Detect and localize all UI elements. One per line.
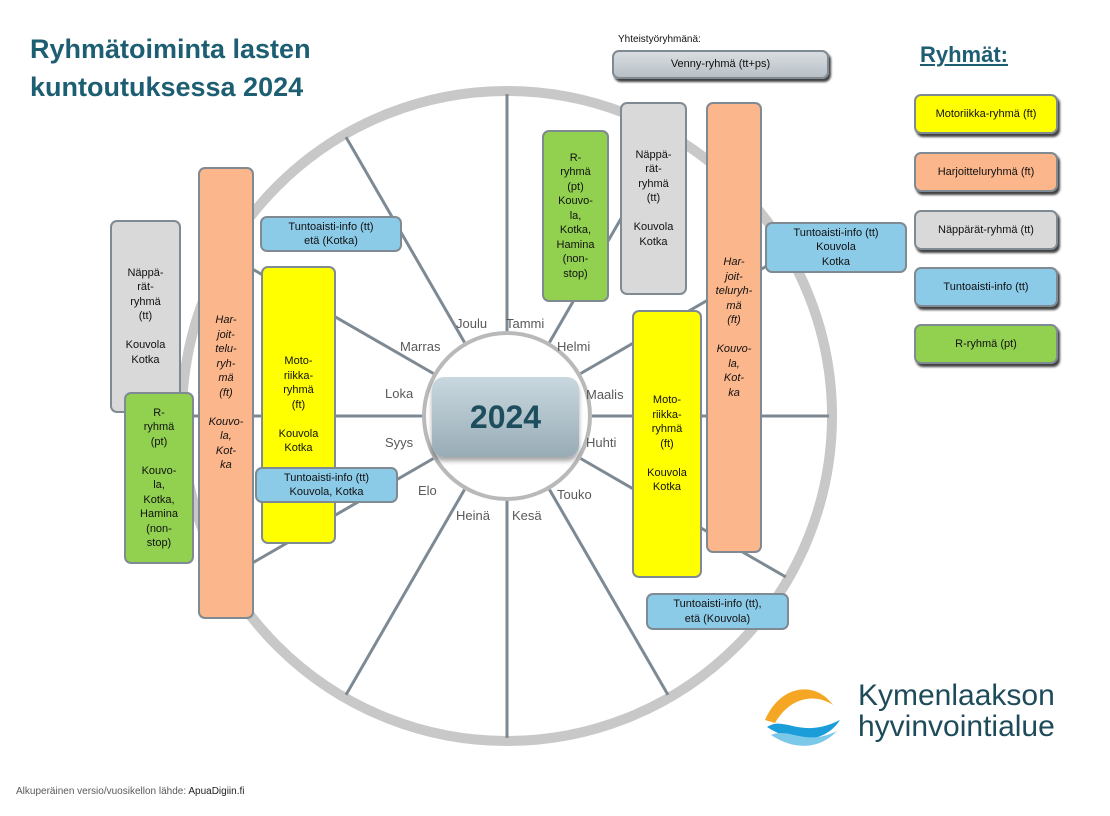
spring-motoriikka-box: Moto- riikka- ryhmä (ft) Kouvola Kotka xyxy=(632,310,702,578)
month-huhti: Huhti xyxy=(586,435,617,450)
month-maalis: Maalis xyxy=(586,387,624,402)
venny-group-box: Venny-ryhmä (tt+ps) xyxy=(612,50,829,79)
month-joulu: Joulu xyxy=(456,316,488,331)
legend-item-motoriikka: Motoriikka-ryhmä (ft) xyxy=(914,94,1058,134)
cooperation-label: Yhteistyöryhmänä: xyxy=(618,34,701,45)
autumn-harjoittelu-box: Har- joit- telu- ryh- mä (ft) Kouvo- la,… xyxy=(198,167,254,619)
spring-harjoittelu-box: Har- joit- teluryh- mä (ft) Kouvo- la, K… xyxy=(706,102,762,553)
page-title: Ryhmätoiminta lasten kuntoutuksessa 2024 xyxy=(30,34,311,102)
wheel-spoke xyxy=(548,488,670,696)
spring-tuntoaisti-box-1: Tuntoaisti-info (tt) Kouvola Kotka xyxy=(765,222,907,273)
spring-napparat-box: Näppä- rät- ryhmä (tt) Kouvola Kotka xyxy=(620,102,687,295)
legend-item-napparat: Näppärät-ryhmä (tt) xyxy=(914,210,1058,250)
legend-item-r-ryhma: R-ryhmä (pt) xyxy=(914,324,1058,364)
wheel-spoke xyxy=(344,136,466,344)
source-value: ApuaDigiin.fi xyxy=(188,786,245,797)
wave-logo-icon xyxy=(765,689,840,746)
legend-item-harjoittelu: Harjoitteluryhmä (ft) xyxy=(914,152,1058,192)
month-loka: Loka xyxy=(385,386,414,401)
autumn-tuntoaisti-box-2: Tuntoaisti-info (tt) Kouvola, Kotka xyxy=(255,467,398,503)
month-elo: Elo xyxy=(418,483,437,498)
source-note: Alkuperäinen versio/vuosikellon lähde: A… xyxy=(16,786,245,797)
logo-text: Kymenlaakson hyvinvointialue xyxy=(858,679,1055,743)
month-tammi: Tammi xyxy=(506,316,545,331)
autumn-r-ryhma-box: R- ryhmä (pt) Kouvo- la, Kotka, Hamina (… xyxy=(124,392,194,564)
month-marras: Marras xyxy=(400,339,441,354)
source-label: Alkuperäinen versio/vuosikellon lähde: xyxy=(16,786,187,797)
autumn-tuntoaisti-box-1: Tuntoaisti-info (tt) etä (Kotka) xyxy=(260,216,402,252)
spring-r-ryhma-box: R- ryhmä (pt) Kouvo- la, Kotka, Hamina (… xyxy=(542,130,609,302)
month-touko: Touko xyxy=(557,487,592,502)
autumn-napparat-box: Näppä- rät- ryhmä (tt) Kouvola Kotka xyxy=(110,220,181,413)
legend-title: Ryhmät: xyxy=(920,42,1009,67)
organization-logo xyxy=(745,665,1087,753)
month-helmi: Helmi xyxy=(557,339,591,354)
month-heina: Heinä xyxy=(456,508,490,523)
legend-item-tuntoaisti: Tuntoaisti-info (tt) xyxy=(914,267,1058,307)
month-kesa: Kesä xyxy=(512,508,542,523)
spring-tuntoaisti-box-2: Tuntoaisti-info (tt), etä (Kouvola) xyxy=(646,593,789,630)
center-year: 2024 xyxy=(432,377,579,457)
wheel-spoke xyxy=(344,488,466,696)
month-syys: Syys xyxy=(385,435,414,450)
